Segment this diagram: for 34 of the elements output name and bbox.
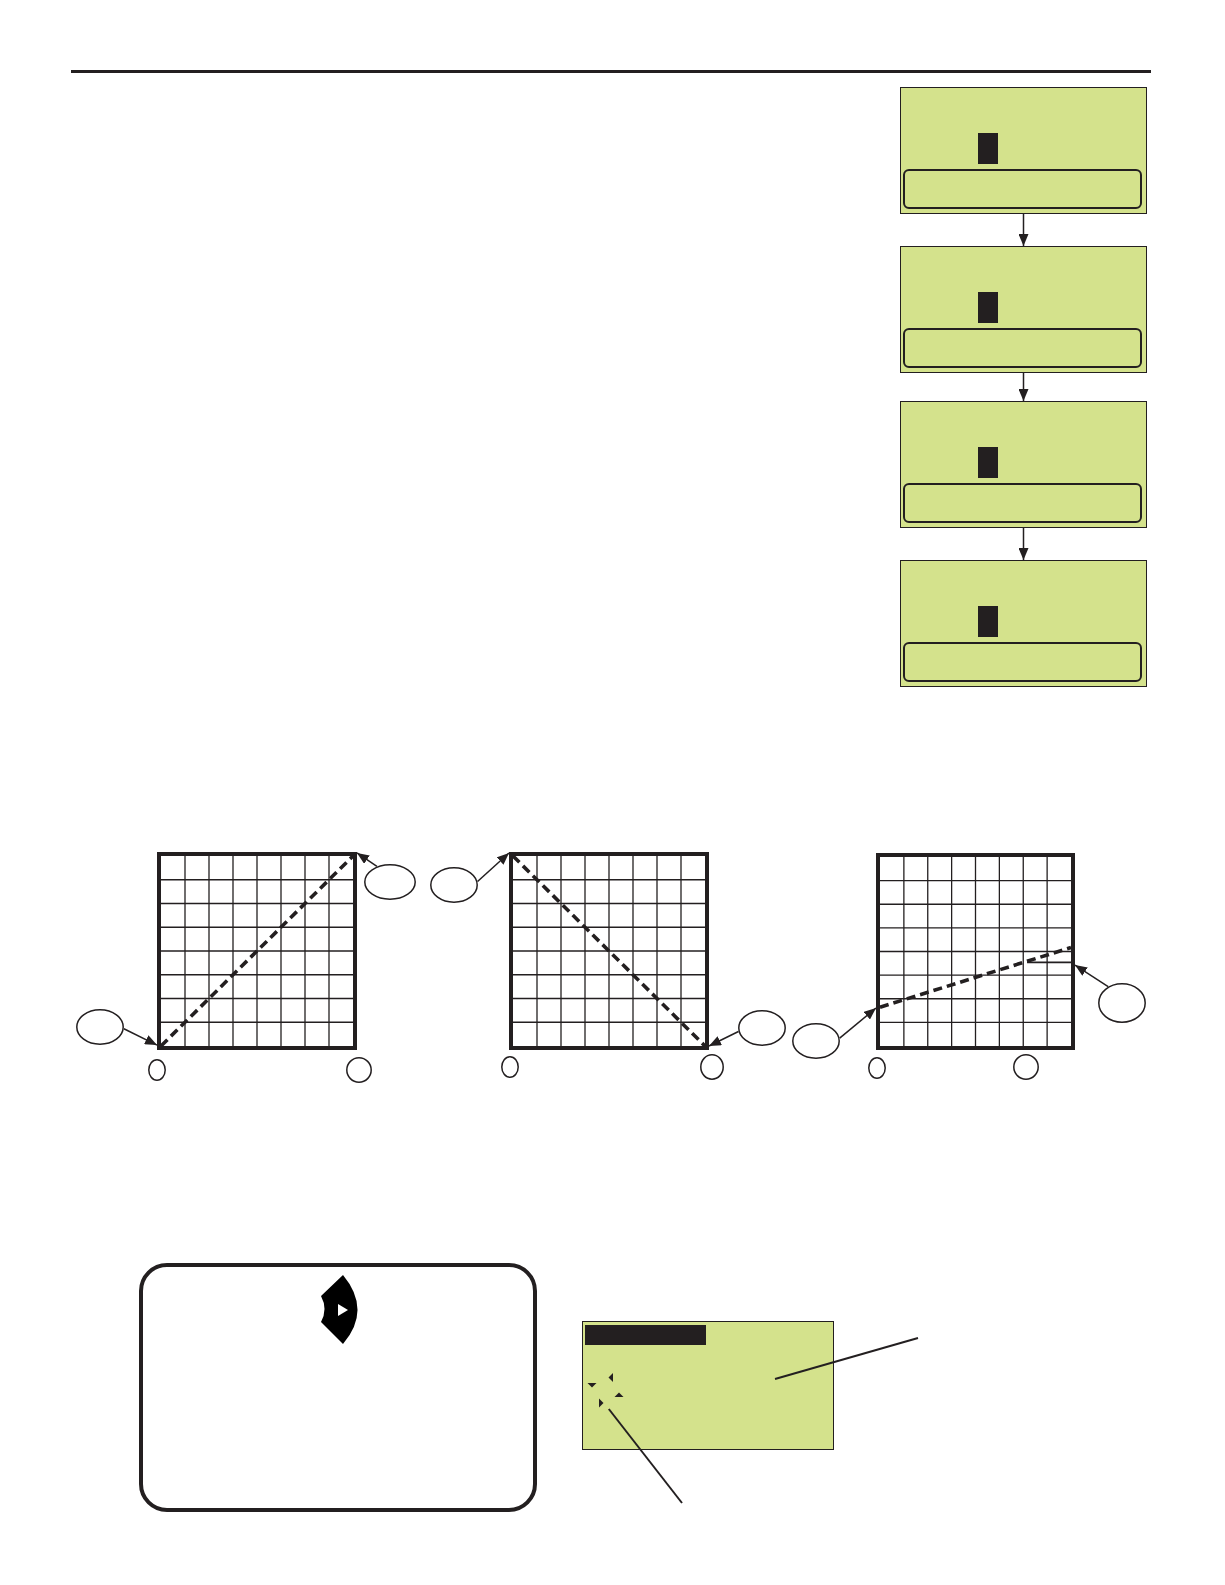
callout-bubble [738, 1010, 786, 1046]
callout-bubble [76, 1009, 124, 1045]
lcd-screen [582, 1321, 834, 1450]
lcd-screen [900, 560, 1147, 687]
leader-line [607, 1408, 683, 1504]
lcd-screen [900, 246, 1147, 373]
callout-bubble [1098, 983, 1146, 1023]
arrow [356, 852, 378, 868]
lcd-screen [900, 401, 1147, 528]
arrow [708, 1030, 740, 1047]
graph-grid [876, 853, 1075, 1050]
device-panel [139, 1263, 537, 1512]
arrow [1018, 213, 1029, 247]
callout-bubble [792, 1023, 840, 1059]
callout-bubble [1013, 1054, 1039, 1080]
arrow [838, 1007, 877, 1039]
arrow [476, 852, 510, 883]
lcd-screen [900, 87, 1147, 214]
status-bar [902, 168, 1142, 209]
arrow [1074, 964, 1109, 988]
callout-bubble [148, 1059, 166, 1081]
arrow-keys-icon [585, 1372, 624, 1409]
status-bar [902, 482, 1142, 523]
callout-bubble [501, 1056, 519, 1078]
status-bar [902, 641, 1142, 682]
arrow [1018, 527, 1029, 561]
callout-bubble [364, 864, 416, 900]
callout-bubble [868, 1057, 886, 1079]
arrow [1018, 372, 1029, 402]
callout-bubble [430, 867, 478, 903]
callout-bubble [700, 1054, 724, 1080]
callout-bubble [346, 1057, 372, 1083]
status-bar [902, 327, 1142, 368]
arrow [123, 1028, 158, 1046]
